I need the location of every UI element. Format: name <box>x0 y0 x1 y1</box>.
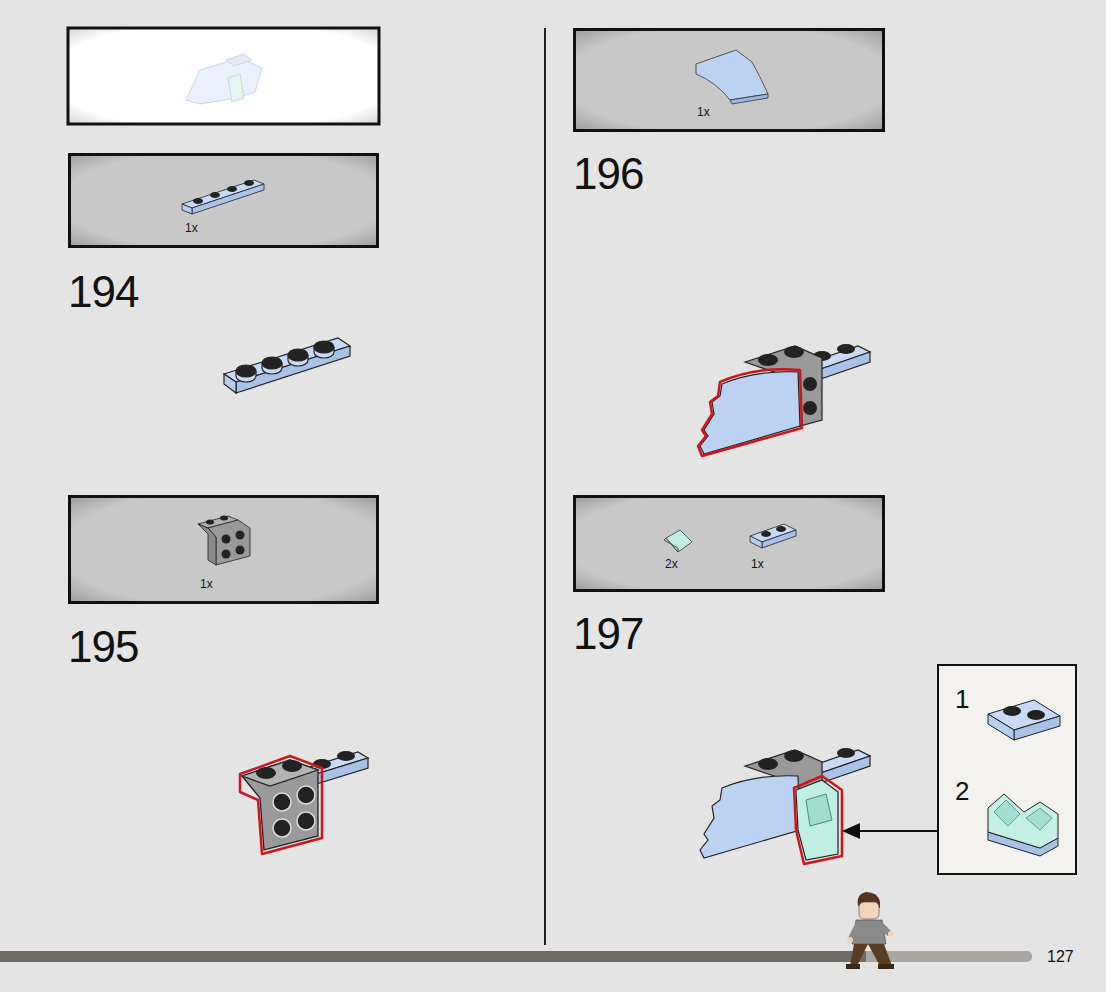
step-number: 194 <box>68 270 138 314</box>
step-197-model <box>700 748 870 864</box>
plate-1x2-icon <box>750 524 796 548</box>
step-196-model <box>698 344 870 456</box>
step-number: 197 <box>573 612 643 656</box>
substep-number: 2 <box>955 778 969 804</box>
parts-box-fill <box>573 28 885 132</box>
parts-callout-box: 1x <box>573 28 885 132</box>
step-number: 196 <box>573 152 643 196</box>
parts-box-fill <box>68 153 379 248</box>
step-195-model <box>240 751 368 854</box>
parts-callout-box: 1x <box>68 495 379 604</box>
substep-number: 1 <box>955 686 969 712</box>
placement-arrow <box>856 830 937 832</box>
substep-box: 12 <box>937 664 1077 875</box>
part-count: 1x <box>200 578 213 590</box>
plate-1x4 <box>224 338 350 393</box>
parts-box-fill <box>68 495 379 604</box>
trans-slope-icon <box>664 530 692 552</box>
parts-box-fill <box>573 495 885 592</box>
arrowhead <box>842 823 860 839</box>
step-number: 195 <box>68 625 138 669</box>
page-number: 127 <box>1047 949 1074 965</box>
progress-fill <box>0 951 866 962</box>
plate-icon <box>182 180 264 214</box>
preview-box <box>68 28 379 124</box>
part-count: 2x <box>665 558 678 570</box>
part-count: 1x <box>751 558 764 570</box>
bracket-icon <box>198 516 250 566</box>
parts-callout-box: 2x 1x <box>573 495 885 592</box>
part-count: 1x <box>697 106 710 118</box>
preview-model <box>186 54 262 104</box>
minifigure <box>846 892 894 969</box>
substep-trans-slopes <box>988 794 1058 856</box>
column-divider <box>544 28 546 945</box>
parts-callout-box: 1x <box>68 153 379 248</box>
substep-box-fill <box>937 664 1077 875</box>
slope-icon <box>696 50 768 104</box>
substep-plate <box>988 700 1060 740</box>
part-count: 1x <box>185 222 198 234</box>
